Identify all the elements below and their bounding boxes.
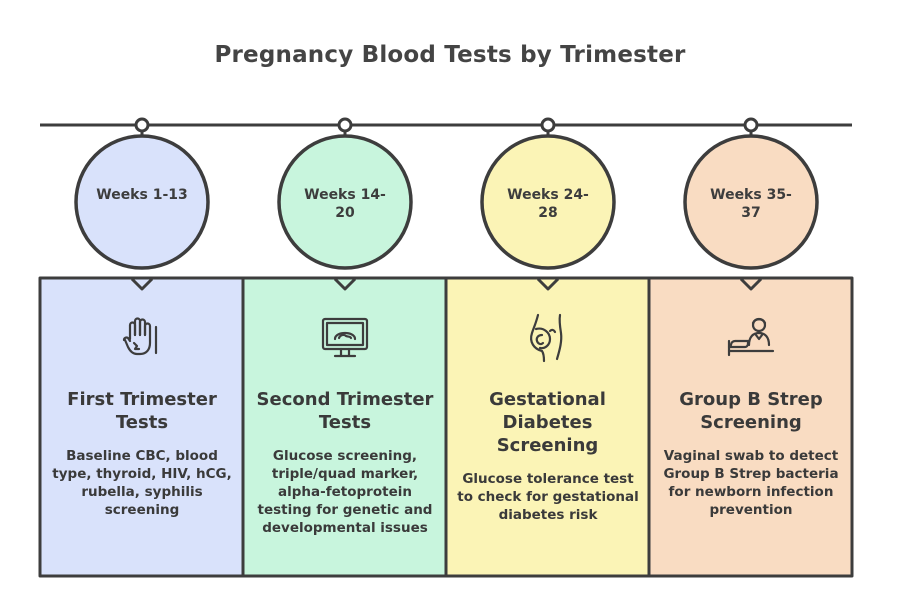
week-circle-3 — [480, 134, 616, 270]
timeline-node-1 — [134, 117, 150, 133]
timeline-node-4 — [743, 117, 759, 133]
week-label-4: Weeks 35-37 — [710, 187, 792, 221]
card-title-3: Gestational Diabetes Screening — [489, 389, 606, 456]
week-circle-2 — [277, 134, 413, 270]
card-description-2: Glucose screening, triple/quad marker, a… — [257, 448, 433, 536]
card-description-3: Glucose tolerance test to check for gest… — [457, 471, 639, 523]
week-label-3: Weeks 24-28 — [507, 187, 589, 221]
card-description-4: Vaginal swab to detect Group B Strep bac… — [663, 448, 839, 518]
card-borders — [38, 276, 854, 578]
pregnant-woman-icon — [530, 313, 563, 363]
week-label-2: Weeks 14-20 — [304, 187, 386, 221]
card-title-2: Second Trimester Tests — [256, 389, 434, 433]
card-title-4: Group B Strep Screening — [679, 389, 823, 433]
ultrasound-monitor-icon — [321, 317, 369, 358]
card-4-background — [649, 278, 852, 576]
card-3-background — [446, 278, 649, 576]
week-circle-1 — [74, 134, 210, 270]
timeline-node-2 — [337, 117, 353, 133]
timeline-connectors — [134, 117, 759, 136]
card-pointers — [130, 277, 763, 291]
card-2-background — [243, 278, 446, 576]
week-circle-4 — [683, 134, 819, 270]
card-description-1: Baseline CBC, blood type, thyroid, HIV, … — [52, 448, 232, 518]
card-title-1: First Trimester Tests — [67, 389, 217, 433]
hand-icon — [122, 317, 158, 356]
timeline-node-3 — [540, 117, 556, 133]
card-1-background — [40, 278, 243, 576]
patient-bed-icon — [727, 317, 775, 357]
page-title: Pregnancy Blood Tests by Trimester — [214, 42, 686, 68]
week-label-1: Weeks 1-13 — [96, 187, 188, 203]
